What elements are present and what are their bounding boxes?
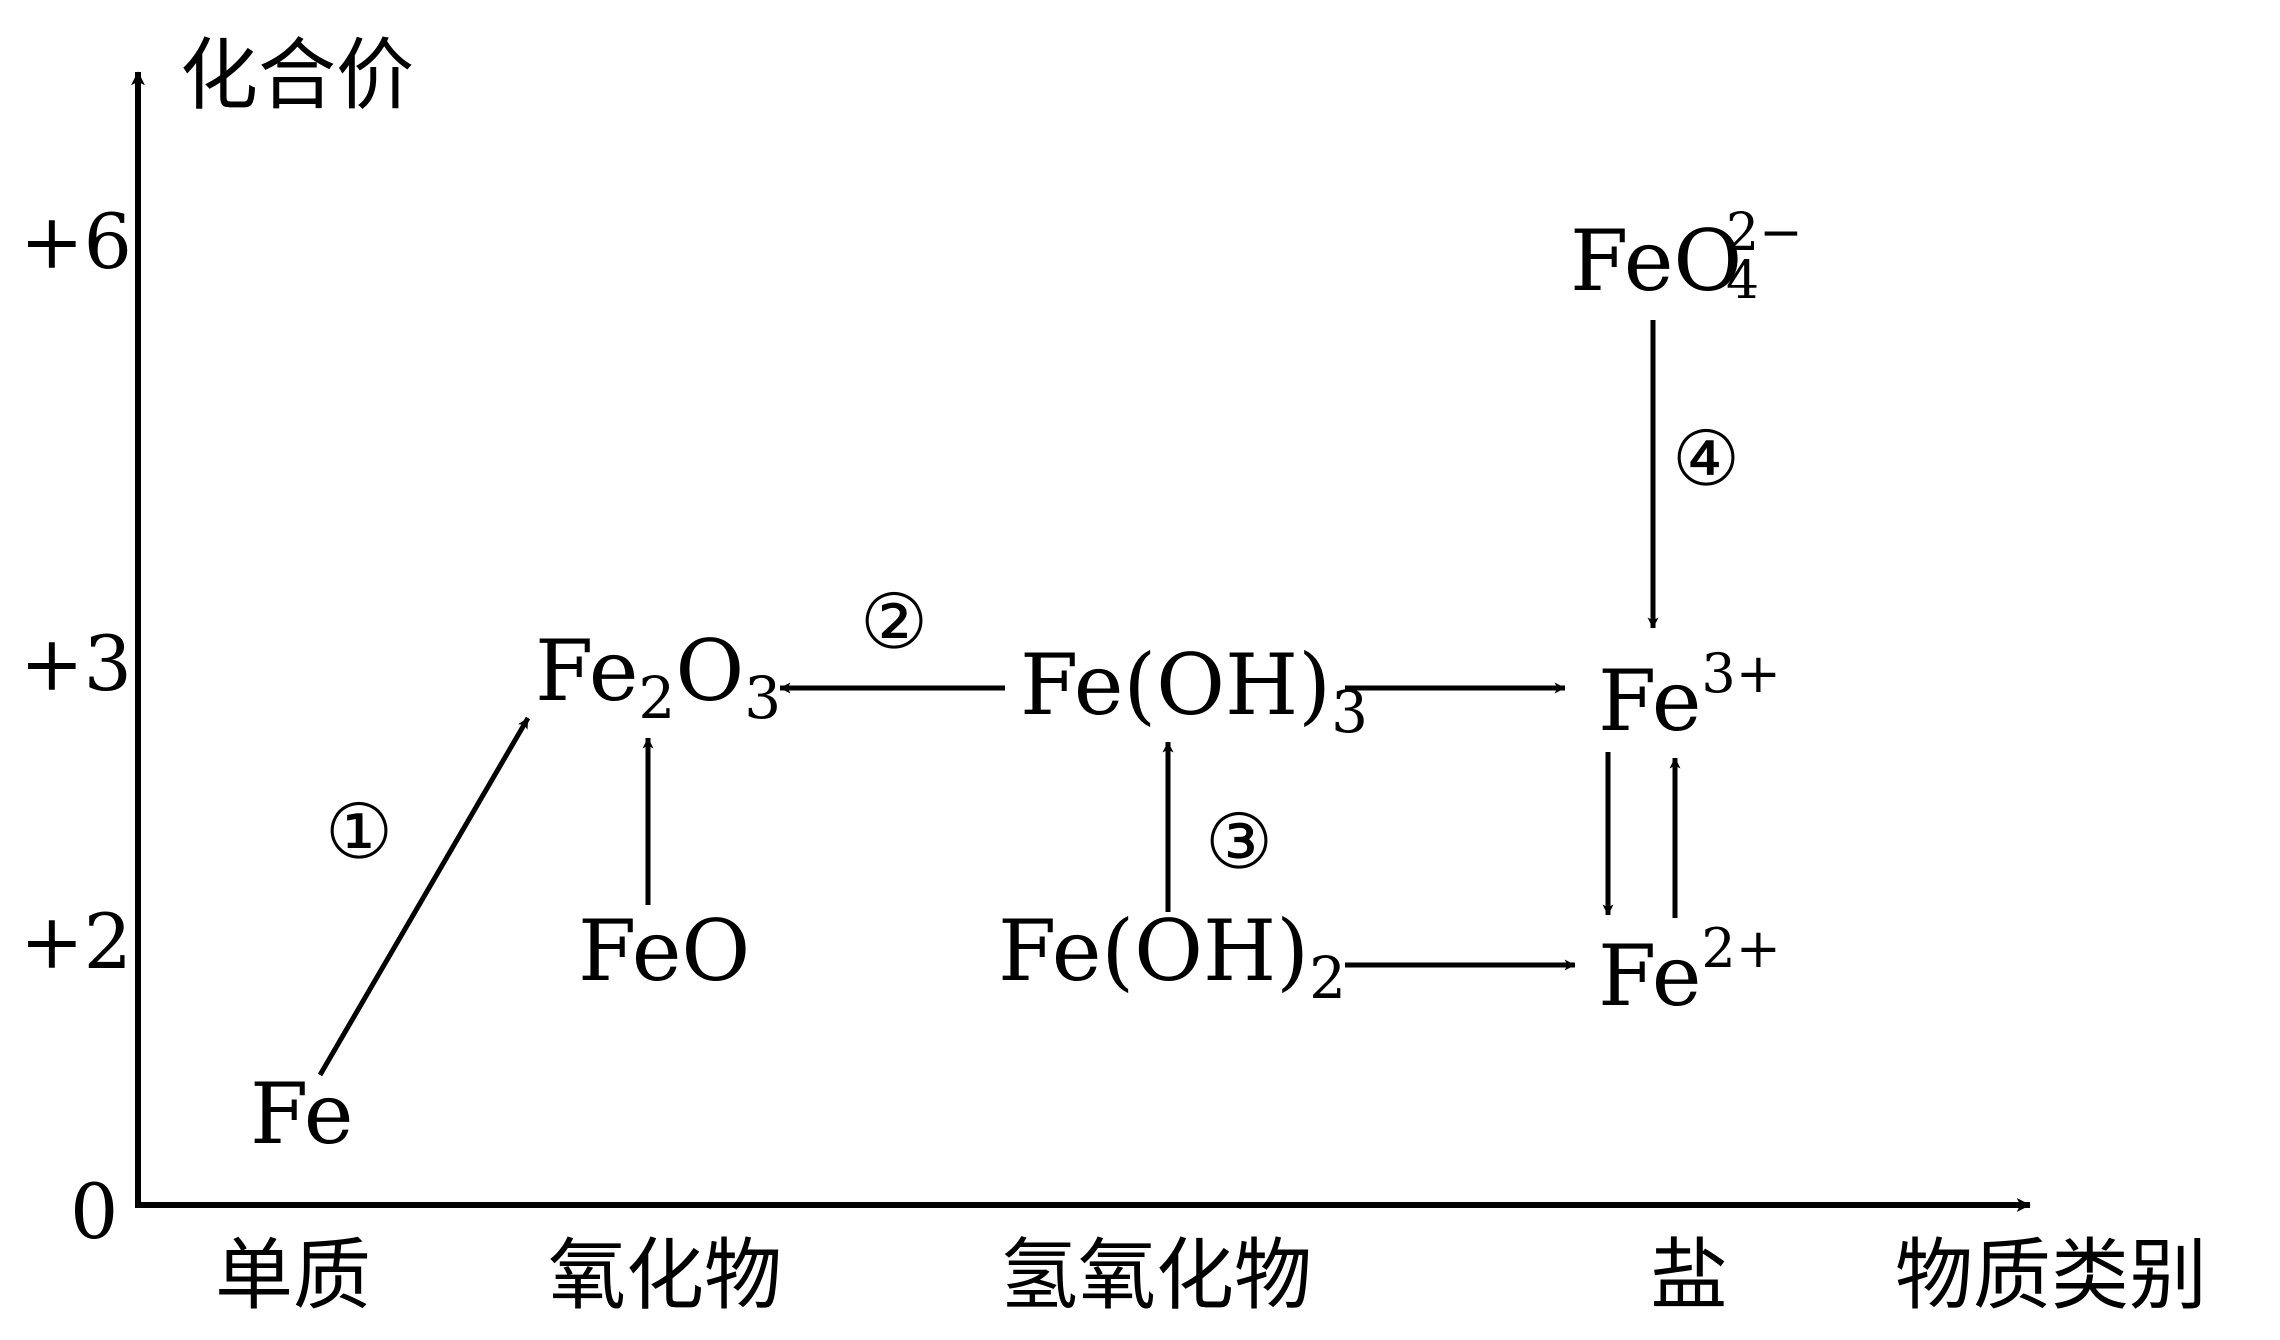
reaction-label-1: ① [325,787,393,876]
reaction-label-2: ② [860,577,928,666]
species-fe: Fe [250,1065,353,1163]
y-tick-label: 0 [70,1167,118,1256]
species-fe2o3: Fe2O3 [535,622,781,732]
reaction-label-3: ③ [1205,797,1273,886]
x-axis-title: 物质类别 [1895,1231,2207,1321]
species-fe3-ion: Fe3+ [1598,642,1781,750]
arrow-fe-to-fe2o3 [317,716,531,1077]
y-tick-label: +6 [20,197,132,286]
x-category-label: 单质 [215,1231,371,1321]
species-fe-oh-3: Fe(OH)3 [1020,636,1368,746]
x-category-label: 氢氧化物 [1000,1231,1312,1321]
species-ferrate-ion: FeO42− [1570,203,1803,311]
species-fe-oh-2: Fe(OH)2 [998,902,1346,1012]
species-fe2-ion: Fe2+ [1598,917,1781,1025]
x-category-label: 氧化物 [548,1231,782,1321]
x-category-label: 盐 [1650,1231,1728,1321]
y-tick-label: +2 [20,897,132,986]
y-tick-label: +3 [20,619,132,708]
reaction-label-4: ④ [1672,414,1740,503]
y-axis-title: 化合价 [180,31,414,121]
species-feo: FeO [578,902,750,1000]
